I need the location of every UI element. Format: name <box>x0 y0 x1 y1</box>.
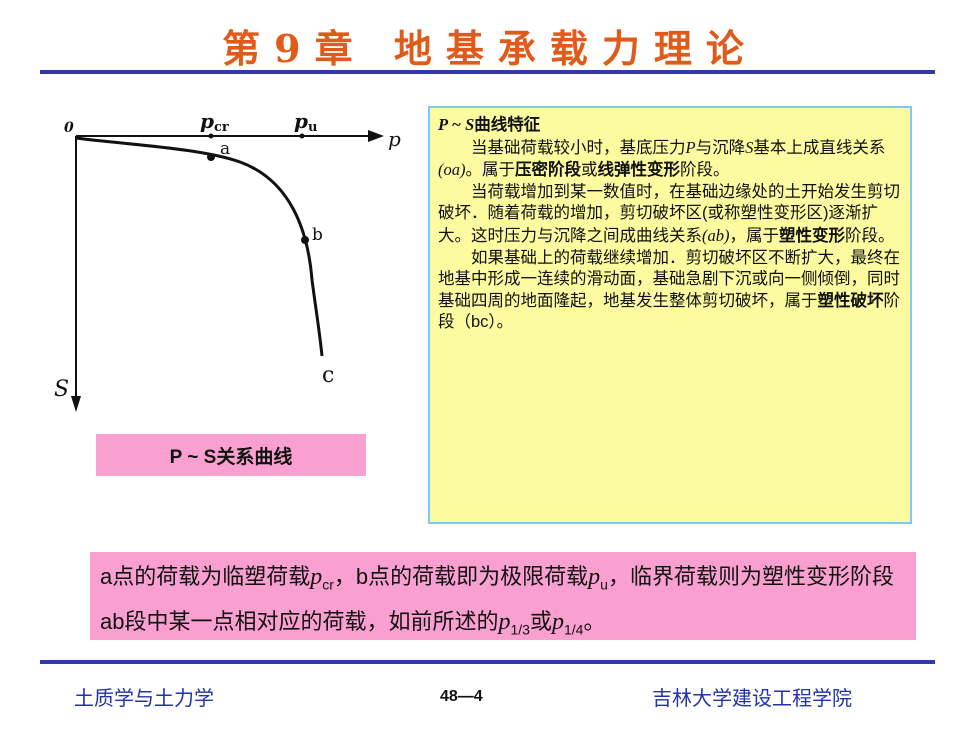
origin-label: 0 <box>64 120 74 136</box>
p-axis-label: p <box>388 127 401 151</box>
point-c-label: c <box>322 363 334 388</box>
panel-heading: P ~ S曲线特征 <box>438 115 541 134</box>
panel-paragraph-2: 当荷载增加到某一数值时，在基础边缘处的土开始发生剪切破坏．随着荷载的增加，剪切破… <box>438 182 900 245</box>
pu-label: pu <box>294 109 317 135</box>
point-a-label: a <box>220 139 230 159</box>
pu-tick <box>299 133 305 139</box>
panel-paragraph-1: 当基础荷载较小时，基底压力P与沉降S基本上成直线关系(oa)。属于压密阶段或线弹… <box>438 137 886 180</box>
pcr-label: pcr <box>200 109 229 135</box>
graph-caption: P ~ S关系曲线 <box>96 434 366 476</box>
pcr-tick <box>208 133 214 139</box>
critical-load-note: a点的荷载为临塑荷载pcr，b点的荷载即为极限荷载pu，临界荷载则为塑性变形阶段… <box>90 552 916 640</box>
point-a-marker <box>207 153 215 161</box>
footer-institution: 吉林大学建设工程学院 <box>652 686 852 710</box>
point-b-marker <box>301 236 309 244</box>
curve-characteristics-panel: P ~ S曲线特征 当基础荷载较小时，基底压力P与沉降S基本上成直线关系(oa)… <box>428 106 912 524</box>
footer-page-number: 48—4 <box>440 688 483 705</box>
p-s-curve <box>75 136 324 357</box>
footer-course-name: 土质学与土力学 <box>74 686 214 710</box>
header-divider <box>40 70 935 74</box>
panel-paragraph-3: 如果基础上的荷载继续增加．剪切破坏区不断扩大，最终在地基中形成一连续的滑动面，基… <box>438 248 900 332</box>
p-s-curve-graph: 0 p S pcr pu a b c <box>54 109 401 412</box>
point-b-label: b <box>312 225 323 245</box>
page-title: 第9章 地基承载力理论 <box>222 26 758 71</box>
footer-divider <box>40 660 935 664</box>
s-axis-label: S <box>54 377 69 402</box>
p-axis-arrow <box>368 130 384 142</box>
s-axis-arrow <box>71 396 81 412</box>
